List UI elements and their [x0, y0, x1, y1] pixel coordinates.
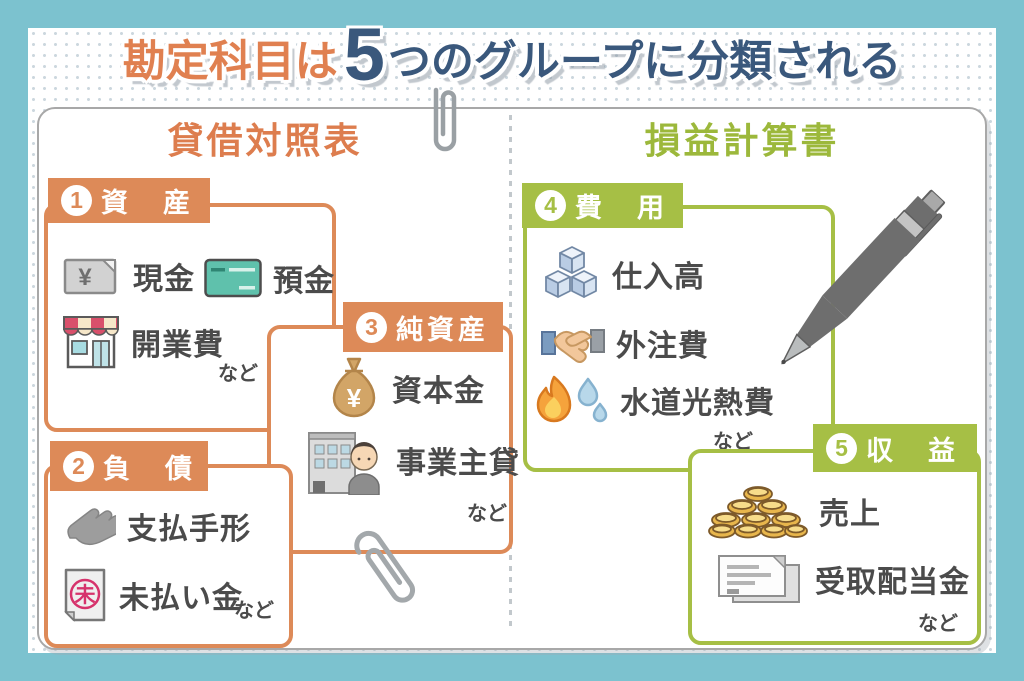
group-header-assets: 1 資 産 [48, 178, 210, 223]
pen-icon [780, 189, 946, 366]
list-item: 仕入高 [543, 245, 705, 303]
paperclip-top [429, 84, 461, 162]
list-item: 預金 [204, 256, 335, 300]
item-label: 水道光熱費 [620, 387, 775, 420]
svg-text:未: 未 [75, 584, 96, 607]
etc-label: など [467, 503, 507, 525]
bank-card-icon [204, 258, 262, 298]
item-label: 外注費 [616, 330, 709, 363]
group-box-expenses: 仕入高 外注費 水道光熱費 など [523, 205, 835, 472]
group-label: 収 益 [866, 435, 959, 466]
etc-label: など [713, 431, 753, 453]
title-suffix: つのグループに分類される [387, 38, 902, 86]
item-label: 売上 [819, 498, 881, 531]
item-label: 資本金 [392, 375, 485, 408]
list-item: ¥ 資本金 [327, 355, 485, 421]
income-statement-title: 損益計算書 [644, 120, 840, 161]
etc-label: など [234, 600, 274, 622]
group-number-badge: 2 [63, 450, 94, 482]
item-label: 受取配当金 [815, 566, 970, 599]
svg-text:¥: ¥ [78, 264, 92, 291]
group-label: 費 用 [575, 193, 668, 223]
money-bag-icon: ¥ [332, 357, 376, 418]
storefront-icon [63, 316, 119, 369]
coins-icon [708, 486, 808, 539]
unpaid-note-icon: 未 [64, 568, 106, 622]
page-title: 勘定科目は 5 つのグループに分類される [0, 12, 1024, 104]
group-number-badge: 1 [61, 185, 92, 216]
group-number-badge: 5 [826, 432, 857, 464]
paperclip-icon [433, 87, 457, 152]
group-label: 資 産 [101, 188, 194, 218]
title-number: 5 [343, 13, 385, 96]
item-label: 開業費 [131, 329, 224, 362]
group-header-revenue: 5 収 益 [813, 424, 977, 472]
title-prefix: 勘定科目は [122, 38, 338, 86]
list-item: 支払手形 [64, 502, 251, 550]
group-header-liabilities: 2 負 債 [50, 441, 208, 491]
group-box-net-assets: ¥ 資本金 事業主貸 など [267, 325, 519, 554]
list-item: 売上 [708, 483, 881, 539]
hand-icon [67, 508, 116, 546]
list-item: 開業費 [62, 315, 224, 369]
receipts-icon [718, 555, 800, 603]
flame-water-icon [536, 375, 608, 423]
group-header-expenses: 4 費 用 [522, 183, 683, 228]
list-item: 外注費 [541, 321, 709, 365]
group-number-badge: 3 [356, 311, 387, 343]
list-item: 未 未払い金 [62, 568, 243, 622]
item-label: 現金 [133, 263, 195, 296]
etc-label: など [918, 613, 958, 635]
pen-illustration [765, 181, 954, 379]
list-item: 水道光熱費 [533, 373, 775, 427]
paperclip-icon [354, 530, 416, 603]
handshake-icon [541, 329, 605, 363]
item-label: 支払手形 [127, 513, 251, 546]
group-label: 負 債 [103, 453, 196, 484]
building-owner-icon [308, 432, 380, 495]
list-item: ¥ 現金 [62, 253, 195, 299]
cubes-icon [545, 246, 597, 298]
balance-sheet-title: 貸借対照表 [167, 120, 363, 161]
list-item: 受取配当金 [716, 553, 970, 605]
paperclip-bottom [342, 520, 431, 621]
etc-label: など [218, 363, 258, 385]
item-label: 未払い金 [119, 582, 243, 615]
svg-text:¥: ¥ [347, 383, 362, 413]
group-number-badge: 4 [535, 190, 566, 221]
group-header-net-assets: 3 純資産 [343, 302, 503, 352]
item-label: 預金 [273, 265, 335, 298]
banknote-icon: ¥ [63, 258, 117, 295]
item-label: 事業主貸 [396, 447, 520, 480]
group-label: 純資産 [396, 314, 489, 345]
group-box-liabilities: 支払手形 未 未払い金 など [44, 464, 293, 648]
group-box-revenue: 売上 受取配当金 など [688, 449, 981, 645]
list-item: 事業主貸 [307, 425, 520, 495]
item-label: 仕入高 [612, 261, 705, 294]
